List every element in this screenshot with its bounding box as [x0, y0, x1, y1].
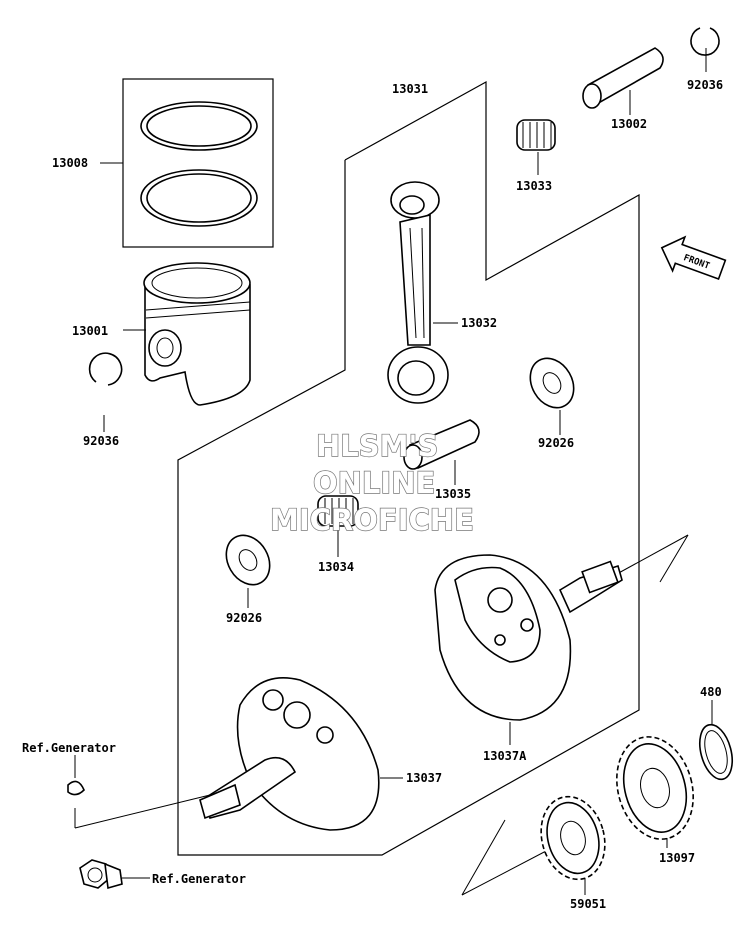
piston-pin[interactable] — [582, 47, 664, 109]
label-13037A[interactable]: 13037A — [483, 749, 527, 763]
front-direction-arrow: FRONT — [660, 235, 727, 281]
crankshaft-right-half[interactable] — [434, 554, 623, 721]
piston-rings[interactable] — [140, 101, 258, 227]
thrust-washer-right[interactable] — [522, 350, 583, 415]
piston[interactable] — [143, 262, 251, 406]
label-92026-left[interactable]: 92026 — [226, 611, 262, 625]
primary-gear[interactable] — [606, 728, 704, 848]
label-480[interactable]: 480 — [700, 685, 722, 699]
label-13002[interactable]: 13002 — [611, 117, 647, 131]
label-13037[interactable]: 13037 — [406, 771, 442, 785]
label-13032[interactable]: 13032 — [461, 316, 497, 330]
connecting-rod[interactable] — [387, 181, 449, 404]
thrust-washer-left[interactable] — [218, 527, 279, 592]
watermark: HLSM'S ONLINE MICROFICHE — [269, 428, 474, 537]
label-92026-right[interactable]: 92026 — [538, 436, 574, 450]
label-13034[interactable]: 13034 — [318, 560, 354, 574]
label-ref-generator-bottom[interactable]: Ref.Generator — [152, 872, 246, 886]
watermark-line-1: HLSM'S — [316, 429, 438, 463]
label-13033[interactable]: 13033 — [516, 179, 552, 193]
crank-pin[interactable] — [403, 419, 480, 470]
big-end-bearing[interactable] — [317, 495, 359, 527]
small-end-bearing[interactable] — [516, 119, 556, 151]
label-13097[interactable]: 13097 — [659, 851, 695, 865]
label-92036-right[interactable]: 92036 — [687, 78, 723, 92]
crank-gear[interactable] — [532, 789, 614, 886]
snap-ring[interactable] — [694, 721, 737, 783]
label-13001[interactable]: 13001 — [72, 324, 108, 338]
label-59051[interactable]: 59051 — [570, 897, 606, 911]
watermark-line-2: ONLINE — [313, 466, 435, 500]
part-labels: 13031 13008 13001 92036 92036 13002 1303… — [22, 78, 723, 911]
label-ref-generator-top[interactable]: Ref.Generator — [22, 741, 116, 755]
crankshaft-left-half[interactable] — [199, 676, 380, 831]
label-92036-left[interactable]: 92036 — [83, 434, 119, 448]
crank-nut[interactable] — [79, 859, 123, 890]
label-13008[interactable]: 13008 — [52, 156, 88, 170]
circlip-left[interactable] — [88, 352, 123, 386]
label-13035[interactable]: 13035 — [435, 487, 471, 501]
circlip-right[interactable] — [690, 27, 720, 56]
woodruff-key[interactable] — [67, 780, 85, 796]
label-13031[interactable]: 13031 — [392, 82, 428, 96]
watermark-line-3: MICROFICHE — [270, 503, 474, 537]
